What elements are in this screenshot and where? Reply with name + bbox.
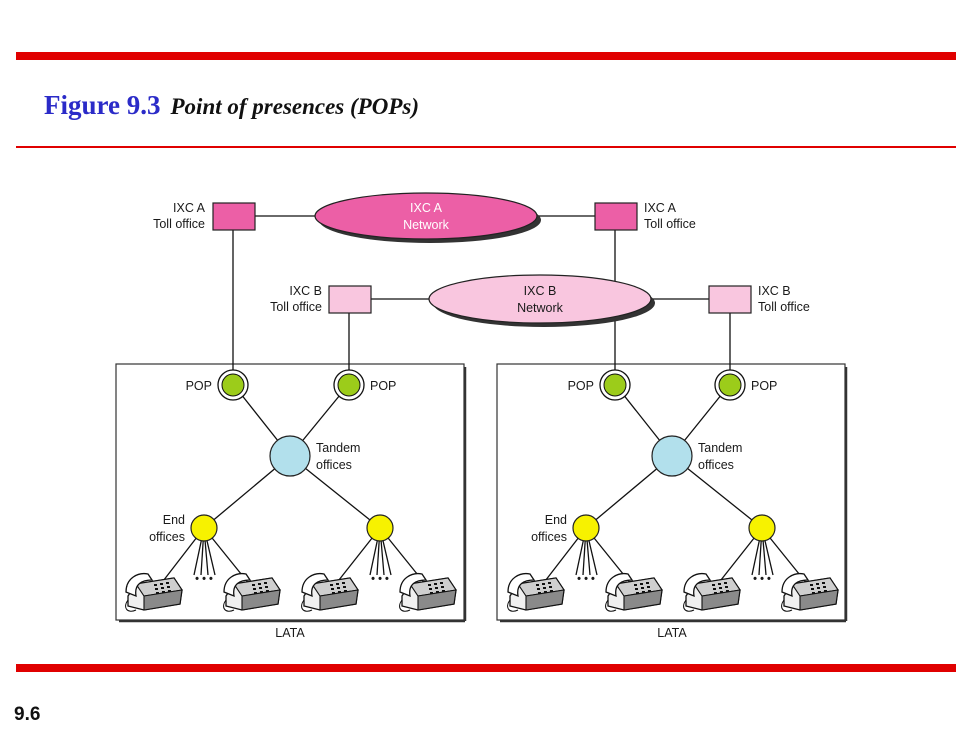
- page-number: 9.6: [14, 704, 41, 725]
- end-office-node: [572, 514, 600, 542]
- ixc-b-toll-office-left: [328, 285, 372, 314]
- ixc-a-toll-left-label-1: IXC A: [173, 201, 206, 215]
- ixc-a-toll-right-label-2: Toll office: [644, 217, 696, 231]
- lata-label: LATA: [657, 626, 687, 640]
- pop-label: POP: [186, 379, 212, 393]
- ixc-b-network: [428, 274, 652, 324]
- ixc-a-toll-right-label-1: IXC A: [644, 201, 677, 215]
- end-offices-label-2: offices: [531, 530, 567, 544]
- ixc-a-toll-office-left: [212, 202, 256, 231]
- figure-caption: Point of presences (POPs): [170, 94, 420, 119]
- ixc-a-toll-left-label-2: Toll office: [153, 217, 205, 231]
- figure-title: Figure 9.3 Point of presences (POPs): [44, 90, 419, 121]
- end-offices-label-1: End: [163, 513, 185, 527]
- ixc-b-network-label-1: IXC B: [524, 284, 557, 298]
- end-offices-label-1: End: [545, 513, 567, 527]
- tandem-office-node: [651, 435, 693, 477]
- lata-box-right: [496, 363, 846, 621]
- end-office-node: [366, 514, 394, 542]
- pop-label: POP: [370, 379, 396, 393]
- ixc-b-toll-office-right: [708, 285, 752, 314]
- bottom-divider-bar: [16, 664, 956, 672]
- ellipsis: • • •: [195, 573, 213, 585]
- ixc-b-toll-right-label-1: IXC B: [758, 284, 791, 298]
- figure-number: Figure 9.3: [44, 90, 161, 120]
- pop-node: [217, 369, 249, 401]
- pop-label: POP: [751, 379, 777, 393]
- ellipsis: • • •: [371, 573, 389, 585]
- ixc-a-network-label-2: Network: [403, 218, 450, 232]
- tandem-label-2: offices: [698, 458, 734, 472]
- tandem-label-1: Tandem: [698, 441, 742, 455]
- end-office-node: [190, 514, 218, 542]
- tandem-office-node: [269, 435, 311, 477]
- end-office-node: [748, 514, 776, 542]
- ixc-b-toll-right-label-2: Toll office: [758, 300, 810, 314]
- ixc-a-network: [314, 192, 538, 240]
- title-rule: [16, 146, 956, 148]
- ellipsis: • • •: [753, 573, 771, 585]
- top-divider-bar: [16, 52, 956, 60]
- ixc-a-network-label-1: IXC A: [410, 201, 443, 215]
- ixc-a-toll-office-right: [594, 202, 638, 231]
- pop-node: [599, 369, 631, 401]
- tandem-label-1: Tandem: [316, 441, 360, 455]
- end-offices-label-2: offices: [149, 530, 185, 544]
- ixc-b-toll-left-label-1: IXC B: [289, 284, 322, 298]
- pop-label: POP: [568, 379, 594, 393]
- pop-node: [714, 369, 746, 401]
- pop-node: [333, 369, 365, 401]
- ixc-b-network-label-2: Network: [517, 301, 564, 315]
- ixc-b-toll-left-label-2: Toll office: [270, 300, 322, 314]
- ellipsis: • • •: [577, 573, 595, 585]
- tandem-label-2: offices: [316, 458, 352, 472]
- lata-label: LATA: [275, 626, 305, 640]
